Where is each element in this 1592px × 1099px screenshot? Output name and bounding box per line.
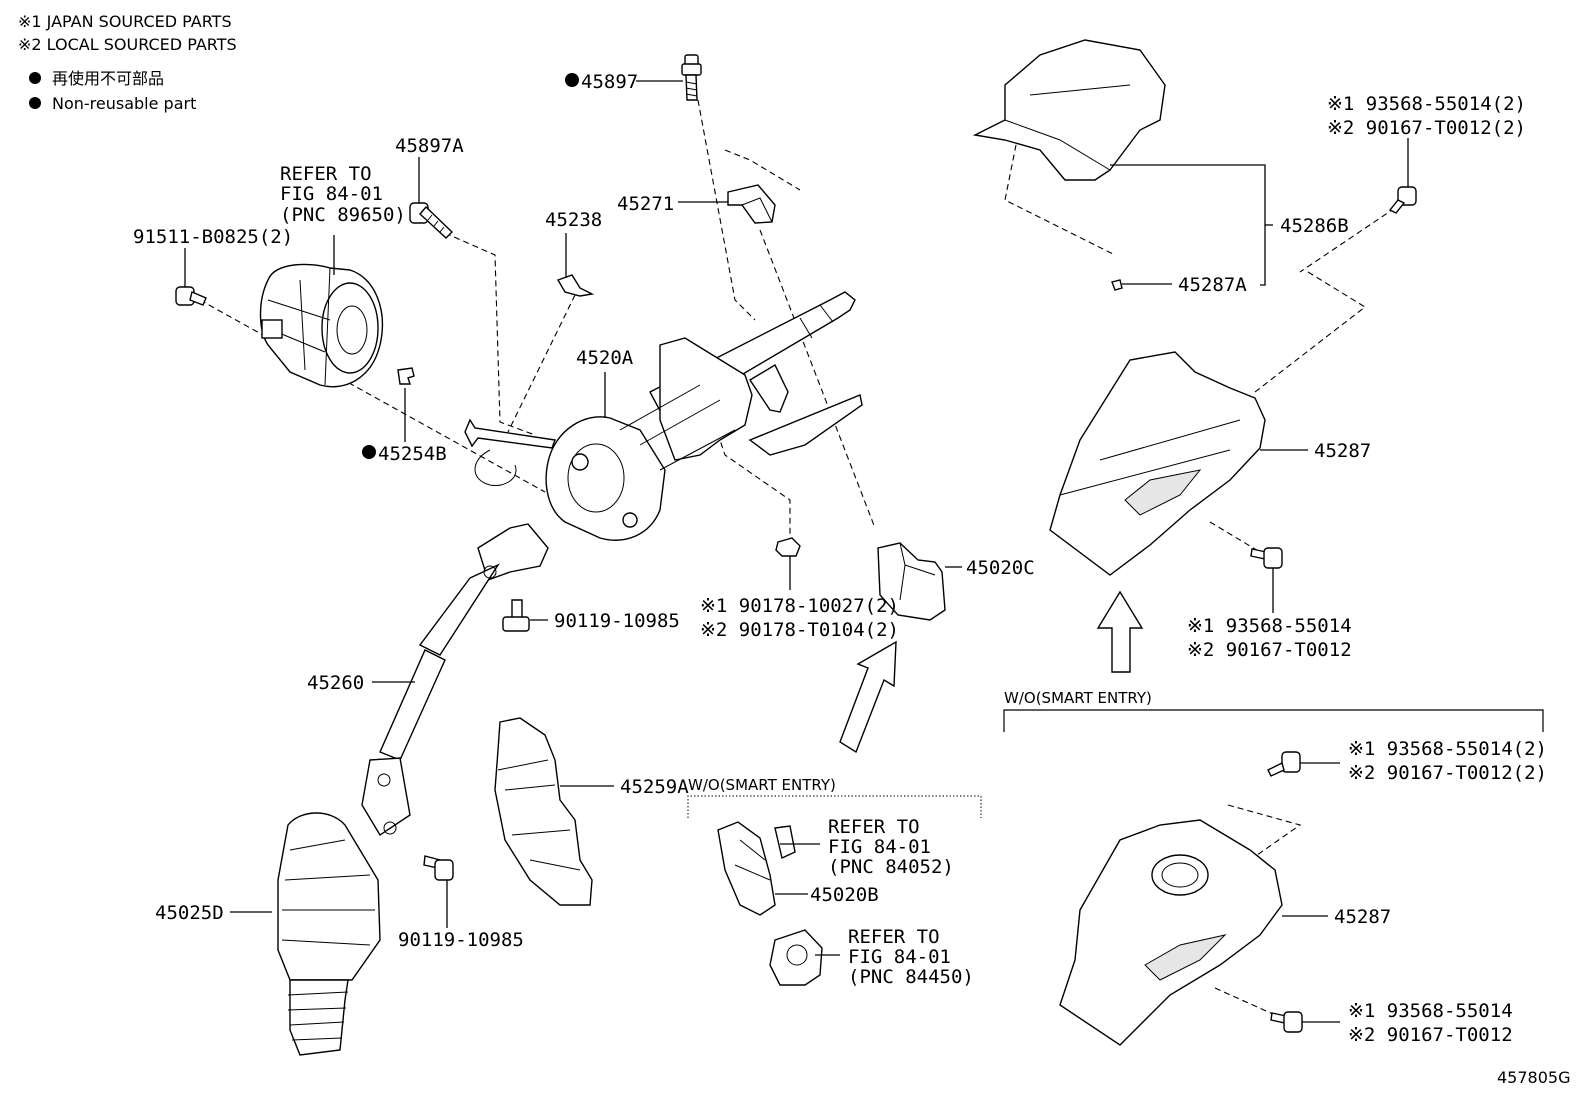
label-45897: 45897 [581, 71, 638, 93]
nut-90178 [775, 537, 801, 557]
label-45020B: 45020B [810, 884, 879, 906]
label-bolt-lr-top-2: ※2 90167-T0012(2) [1348, 762, 1547, 784]
bolt-45897A [409, 202, 453, 239]
label-bolt-mr-2: ※2 90167-T0012 [1187, 639, 1352, 661]
label-90178-2: ※2 90178-T0104(2) [700, 619, 899, 641]
label-45897A: 45897A [395, 135, 464, 157]
label-bolt-lr-top-1: ※1 93568-55014(2) [1348, 738, 1547, 760]
legend-local-sourced: ※2 LOCAL SOURCED PARTS [18, 35, 237, 54]
switch-45020B [717, 821, 796, 916]
label-91511: 91511-B0825(2) [133, 226, 293, 248]
label-90119-lower: 90119-10985 [398, 929, 524, 951]
label-45287-lower: 45287 [1334, 906, 1391, 928]
arrow-icon [1096, 590, 1144, 673]
arrow-icon [839, 640, 897, 754]
bolt-93568-top [1388, 186, 1417, 214]
part-labels: 45897 45897A REFER TO FIG 84-01 (PNC 896… [133, 71, 1570, 1087]
legend-japan-sourced: ※1 JAPAN SOURCED PARTS [18, 12, 232, 31]
bolt-93568-lr-top [1267, 751, 1301, 777]
label-bolt-tr-1: ※1 93568-55014(2) [1327, 93, 1526, 115]
key-cylinder-45020C [877, 542, 946, 621]
cover-45259A [494, 717, 593, 906]
bolt-45897 [681, 54, 702, 101]
label-90178-1: ※1 90178-10027(2) [700, 595, 899, 617]
section-bracket-center [687, 795, 982, 818]
refer-89650-line3: (PNC 89650) [280, 204, 406, 226]
label-45254B: 45254B [378, 443, 447, 465]
lower-cover-45287-upper [1049, 351, 1266, 576]
non-reusable-dot-icon [565, 73, 579, 87]
section-label-wo-smart-entry-center: W/O(SMART ENTRY) [688, 776, 836, 794]
bracket-45271 [727, 184, 776, 224]
steering-column-4520A [464, 291, 863, 541]
legend-non-reusable-en: Non-reusable part [52, 94, 196, 113]
label-45025D: 45025D [155, 902, 224, 924]
refer-89650-line1: REFER TO [280, 163, 372, 185]
label-bolt-lr-bot-1: ※1 93568-55014 [1348, 1000, 1513, 1022]
label-45260: 45260 [307, 672, 364, 694]
intermediate-shaft-45260 [361, 523, 549, 836]
upper-cover-45286B [972, 39, 1166, 291]
non-reusable-dot-icon [362, 445, 376, 459]
label-90119-upper: 90119-10985 [554, 610, 680, 632]
label-45238: 45238 [545, 209, 602, 231]
refer-84052-line2: FIG 84-01 [828, 836, 931, 858]
bolt-93568-lr-bot [1270, 1011, 1303, 1033]
non-reusable-dot-icon [29, 97, 41, 109]
refer-84052-line1: REFER TO [828, 816, 920, 838]
lower-cover-45287-lower [1059, 819, 1283, 1046]
refer-84450-line2: FIG 84-01 [848, 946, 951, 968]
clip-45254B [397, 367, 415, 385]
clip-45238 [556, 274, 595, 297]
refer-84052-line3: (PNC 84052) [828, 856, 954, 878]
label-bolt-tr-2: ※2 90167-T0012(2) [1327, 117, 1526, 139]
section-bracket-right [1003, 709, 1544, 732]
non-reusable-dot-icon [29, 72, 41, 84]
assembly-dashed-lines [199, 99, 1396, 1016]
label-bolt-lr-bot-2: ※2 90167-T0012 [1348, 1024, 1513, 1046]
bolt-90119-lower [423, 855, 454, 881]
label-45287A: 45287A [1178, 274, 1247, 296]
legend-non-reusable-ja: 再使用不可部品 [52, 69, 164, 88]
label-45020C: 45020C [966, 557, 1035, 579]
label-45287-upper: 45287 [1314, 440, 1371, 462]
transponder-amplifier [769, 929, 823, 986]
bolt-91511 [175, 286, 207, 306]
boot-45025D [277, 812, 381, 1056]
leader-lines [184, 80, 1409, 1023]
legend: ※1 JAPAN SOURCED PARTS ※2 LOCAL SOURCED … [18, 12, 237, 113]
power-steering-motor [259, 263, 384, 388]
bolt-93568-mid [1250, 547, 1283, 569]
label-4520A: 4520A [576, 347, 634, 369]
label-45286B: 45286B [1280, 215, 1349, 237]
refer-84450-line3: (PNC 84450) [848, 966, 974, 988]
refer-89650-line2: FIG 84-01 [280, 183, 383, 205]
label-45271: 45271 [617, 193, 674, 215]
label-45259A: 45259A [620, 776, 689, 798]
refer-84450-line1: REFER TO [848, 926, 940, 948]
section-label-wo-smart-entry-right: W/O(SMART ENTRY) [1004, 689, 1152, 707]
diagram-id: 457805G [1497, 1068, 1570, 1087]
label-bolt-mr-1: ※1 93568-55014 [1187, 615, 1352, 637]
bolt-90119-upper [502, 599, 530, 632]
